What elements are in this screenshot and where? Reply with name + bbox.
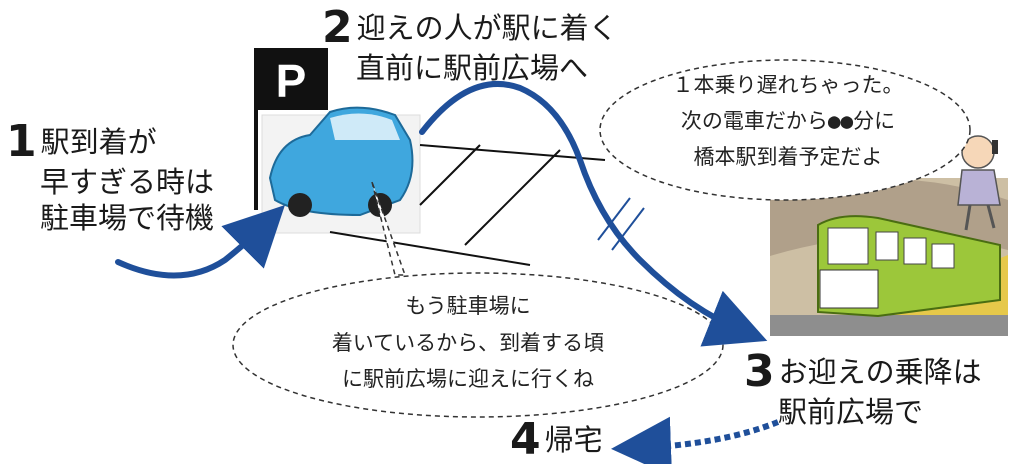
parking-sign-letter: P — [276, 55, 307, 107]
step-text: 駅前広場で — [778, 395, 924, 429]
parking-line — [329, 231, 531, 266]
step-number: 1 — [6, 116, 37, 167]
driver-bubble-line: に駅前広場に迎えに行くね — [342, 367, 594, 391]
passenger-bubble-line: １本乗り遅れちゃった。 — [673, 73, 904, 97]
step-number: 4 — [510, 414, 541, 465]
arrow-parking-to-station — [419, 81, 768, 347]
passenger-bubble-line: 次の電車だから●●分に — [681, 109, 895, 133]
parking-line — [464, 149, 561, 246]
step-number: 3 — [744, 346, 775, 397]
time-skip-mark — [597, 197, 631, 241]
train-icon — [817, 215, 1001, 318]
passenger-speech-bubble — [599, 59, 971, 201]
step-text: 帰宅 — [544, 423, 603, 457]
step-number: 2 — [322, 2, 353, 53]
driver-bubble-line: もう駐車場に — [405, 294, 530, 318]
parking-sign-pole — [254, 110, 258, 210]
parking-sign-icon — [254, 48, 328, 110]
step-text: 駅到着が — [40, 125, 157, 159]
track — [770, 315, 1008, 336]
person-on-phone-icon — [957, 135, 1001, 231]
parking-line — [419, 144, 481, 206]
step-text: 駐車場で待機 — [40, 201, 215, 235]
step-text: 直前に駅前広場へ — [356, 51, 589, 85]
phone-icon — [992, 140, 998, 154]
parking-line — [419, 144, 606, 161]
car-icon — [268, 106, 414, 217]
arrow-station-to-home — [611, 416, 780, 468]
time-skip-mark — [611, 207, 645, 251]
step-text: 迎えの人が駅に着く — [356, 11, 618, 45]
driver-bubble-line: 着いているから、到着する頃 — [332, 331, 604, 355]
arrow-step1-to-parking — [115, 205, 285, 279]
step-text: お迎えの乗降は — [778, 355, 982, 389]
train-station-illustration — [770, 178, 1008, 336]
passenger-bubble-line: 橋本駅到着予定だよ — [694, 145, 883, 169]
driver-bubble-tail — [371, 181, 407, 276]
step-text: 早すぎる時は — [40, 165, 215, 199]
